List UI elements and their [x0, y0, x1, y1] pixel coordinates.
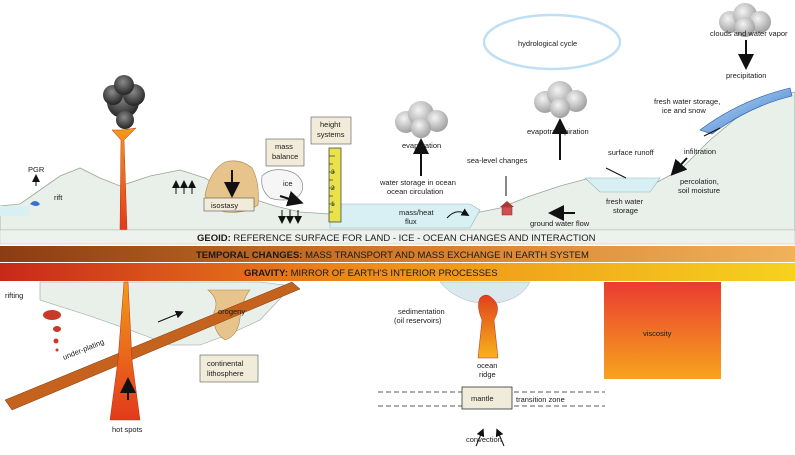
transition-zone-label: transition zone: [516, 395, 565, 404]
systems-label: systems: [317, 130, 345, 139]
fresh-water-label: fresh water: [606, 197, 644, 206]
height-systems-box: [310, 116, 352, 145]
volcano-smoke: [103, 75, 145, 129]
gravity-band: [0, 263, 795, 281]
flux-label: flux: [405, 217, 417, 226]
mantle-label: mantle: [471, 394, 494, 403]
balance-label: balance: [272, 152, 298, 161]
house-icon: [500, 201, 514, 216]
volcano-lava: [111, 127, 137, 231]
under-plating-label: under-plating: [61, 337, 105, 362]
lake-water: [584, 177, 661, 193]
pgr-label: PGR: [28, 165, 45, 174]
isostasy-box: [203, 197, 255, 212]
cloud-icon: [719, 3, 771, 37]
thin-arrows: [32, 127, 721, 447]
ground-water-flow-label: ground water flow: [530, 219, 590, 228]
hot-spots-label: hot spots: [112, 425, 143, 434]
ice-label: ice: [283, 179, 293, 188]
height-label: height: [320, 120, 341, 129]
oil-reservoirs-label: (oil reservoirs): [394, 316, 442, 325]
pgr-marker-icon: [30, 201, 40, 206]
ocean-circulation-label: ocean circulation: [387, 187, 443, 196]
ice-cap: [699, 87, 793, 135]
geoid-band-text: GEOID: REFERENCE SURFACE FOR LAND - ICE …: [197, 233, 596, 244]
hydrological-cycle-ring: [482, 13, 622, 71]
convection-label: convection: [466, 435, 502, 444]
rifting-blobs: [43, 310, 61, 352]
ocean-water: [329, 203, 481, 229]
temporal-band-text: TEMPORAL CHANGES: MASS TRANSPORT AND MAS…: [196, 250, 589, 261]
clouds-label: clouds and water vapor: [710, 29, 788, 38]
ruler-tick-label: 3: [331, 169, 335, 176]
mass-balance-box: [265, 138, 305, 167]
gravity-band-text: GRAVITY: MIRROR OF EARTH'S INTERIOR PROC…: [244, 268, 498, 279]
continental-lithosphere-box: [199, 354, 259, 383]
percolation-label: percolation,: [680, 177, 719, 186]
water-storage-label: water storage in ocean: [379, 178, 456, 187]
ocean-ridge-plume: [477, 294, 499, 359]
precipitation-label: precipitation: [726, 71, 766, 80]
hydrological-cycle-label: hydrological cycle: [518, 39, 577, 48]
ruler-tick-label: 2: [331, 185, 335, 192]
rift-label: rift: [54, 193, 63, 202]
viscosity-block: [604, 282, 721, 379]
evapotranspiration-label: evapotranspiration: [527, 127, 589, 136]
mass-heat-label: mass/heat: [399, 208, 435, 217]
surface-runoff-label: surface runoff: [608, 148, 655, 157]
cloud-icon: [534, 81, 587, 118]
sea-level-changes-label: sea-level changes: [467, 156, 528, 165]
ridge-label: ridge: [479, 370, 496, 379]
left-sea-water: [0, 206, 30, 216]
mantle-box: [461, 386, 513, 410]
fresh-water-storage-short-label: storage: [613, 206, 638, 215]
geoid-band: [0, 229, 795, 245]
isostasy-label: isostasy: [211, 201, 238, 210]
ruler-tick-label: 1: [331, 201, 335, 208]
infiltration-label: infiltration: [684, 147, 716, 156]
temporal-band: [0, 246, 795, 262]
viscosity-label: viscosity: [643, 329, 672, 338]
soil-moisture-label: soil moisture: [678, 186, 720, 195]
arrows: [120, 40, 754, 400]
under-plating-slab: [4, 281, 301, 411]
ocean-label: ocean: [477, 361, 497, 370]
evaporation-label: evaporation: [402, 141, 441, 150]
fresh-water-storage-label-2: ice and snow: [662, 106, 706, 115]
sedimentation-label: sedimentation: [398, 307, 445, 316]
ruler-ticks: [329, 155, 335, 213]
continental-label: continental: [207, 359, 244, 368]
fresh-water-storage-label: fresh water storage,: [654, 97, 720, 106]
orogeny-label: orogeny: [218, 307, 245, 316]
cloud-icon: [395, 101, 448, 138]
lithosphere-label: lithosphere: [207, 369, 244, 378]
height-ruler: [328, 147, 342, 223]
mass-label: mass: [275, 142, 293, 151]
rifting-label: rifting: [5, 291, 23, 300]
